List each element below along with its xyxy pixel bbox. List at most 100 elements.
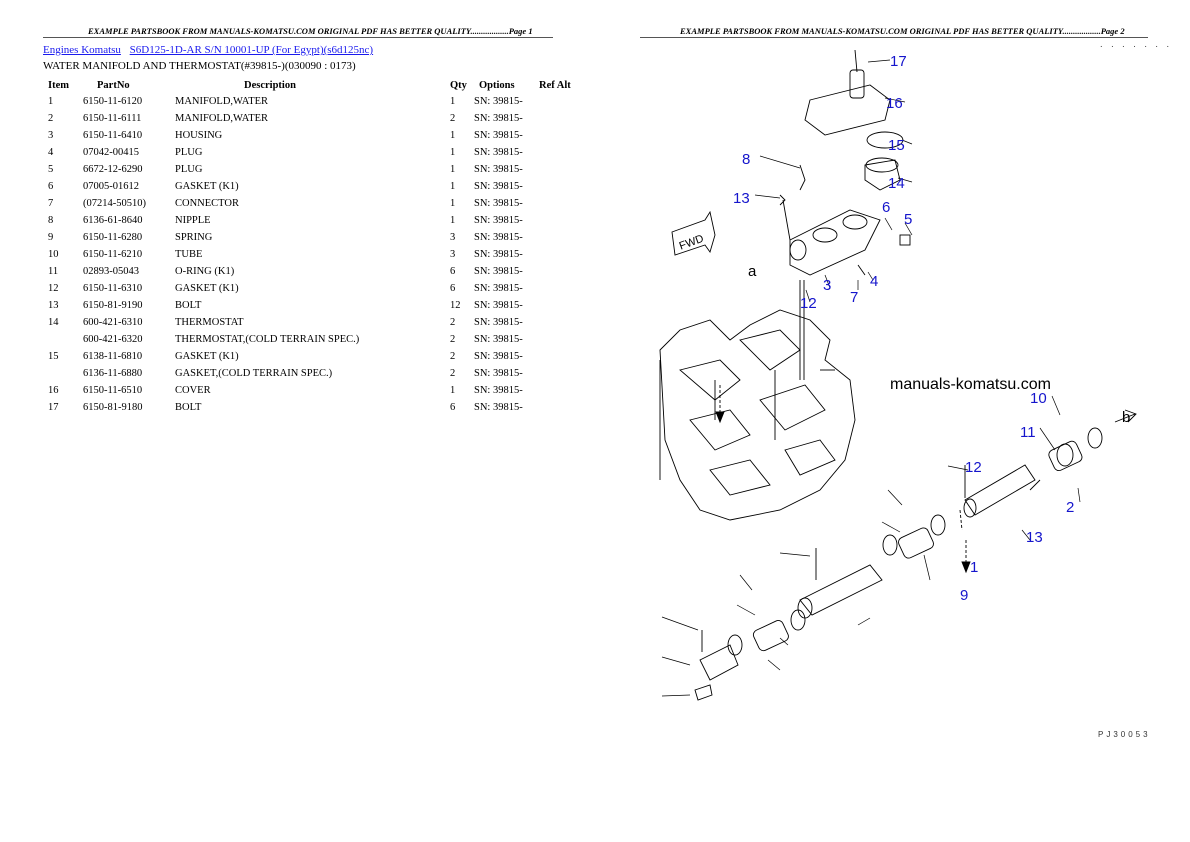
row-item: 5: [48, 164, 54, 175]
row-options: SN: 39815-: [474, 266, 523, 277]
callout-12: 12: [800, 295, 817, 312]
row-item: 3: [48, 130, 54, 141]
row-description: THERMOSTAT: [175, 317, 244, 328]
row-qty: 1: [450, 164, 456, 175]
row-partno: 6136-11-6880: [83, 368, 143, 379]
callout-14: 14: [888, 175, 905, 192]
row-partno: 6150-11-6120: [83, 96, 143, 107]
diagram-dots: . . . . . . .: [1100, 40, 1173, 49]
row-partno: 07042-00415: [83, 147, 139, 158]
row-description: MANIFOLD,WATER: [175, 96, 269, 107]
row-options: SN: 39815-: [474, 283, 523, 294]
water-manifold-drawing: [694, 409, 1137, 701]
row-qty: 6: [450, 266, 456, 277]
row-partno: 6150-81-9180: [83, 402, 143, 413]
row-qty: 1: [450, 130, 456, 141]
callout-1: 1: [970, 559, 978, 576]
row-options: SN: 39815-: [474, 164, 523, 175]
callout-9: 9: [960, 587, 968, 604]
row-qty: 1: [450, 181, 456, 192]
row-qty: 12: [450, 300, 461, 311]
row-description: PLUG: [175, 147, 203, 158]
header-rule-left: [43, 37, 553, 38]
row-partno: 6150-11-6410: [83, 130, 143, 141]
row-item: 7: [48, 198, 54, 209]
row-description: CONNECTOR: [175, 198, 239, 209]
row-options: SN: 39815-: [474, 181, 523, 192]
page-header-right: EXAMPLE PARTSBOOK FROM MANUALS-KOMATSU.C…: [680, 26, 1125, 36]
thermostat-housing-drawing: [779, 49, 911, 276]
row-refalt: [539, 246, 589, 263]
row-partno: 02893-05043: [83, 266, 139, 277]
row-refalt: [539, 195, 589, 212]
row-description: PLUG: [175, 164, 203, 175]
row-item: 2: [48, 113, 54, 124]
row-qty: 2: [450, 334, 456, 345]
row-item: 16: [48, 385, 59, 396]
row-refalt: [539, 382, 589, 399]
row-qty: 1: [450, 96, 456, 107]
row-item: 4: [48, 147, 54, 158]
callout-b: b: [1122, 409, 1130, 426]
row-item: 1: [48, 96, 54, 107]
row-qty: 3: [450, 232, 456, 243]
row-refalt: [539, 331, 589, 348]
row-description: TUBE: [175, 249, 203, 260]
callout-13: 13: [733, 190, 750, 207]
table-header: Item PartNo Description Qty Options Ref …: [43, 77, 589, 93]
row-item: 8: [48, 215, 54, 226]
row-partno: 6150-11-6210: [83, 249, 143, 260]
row-item: 17: [48, 402, 59, 413]
callout-10: 10: [1030, 390, 1047, 407]
row-item: 15: [48, 351, 59, 362]
row-refalt: [539, 314, 589, 331]
row-options: SN: 39815-: [474, 198, 523, 209]
row-description: BOLT: [175, 300, 202, 311]
row-description: GASKET,(COLD TERRAIN SPEC.): [175, 368, 333, 379]
callout-4: 4: [870, 273, 878, 290]
row-qty: 2: [450, 351, 456, 362]
col-qty: Qty: [450, 79, 467, 91]
row-partno: 6150-11-6510: [83, 385, 143, 396]
row-item: 12: [48, 283, 59, 294]
callout-5: 5: [904, 211, 912, 228]
row-item: [43, 365, 83, 382]
row-partno: 600-421-6310: [83, 317, 143, 328]
header-rule-right: [640, 37, 1148, 38]
row-qty: 1: [450, 385, 456, 396]
row-description: O-RING (K1): [175, 266, 235, 277]
row-refalt: [539, 297, 589, 314]
callout-2: 2: [1066, 499, 1074, 516]
row-partno: 6136-61-8640: [83, 215, 143, 226]
model-link[interactable]: S6D125-1D-AR S/N 10001-UP (For Egypt)(s6…: [129, 44, 374, 56]
callout-a: a: [748, 263, 757, 280]
row-partno: 6150-11-6111: [83, 113, 142, 124]
row-partno: 600-421-6320: [83, 334, 143, 345]
col-partno: PartNo: [97, 79, 130, 91]
row-options: SN: 39815-: [474, 385, 523, 396]
callout-15: 15: [888, 137, 905, 154]
row-partno: 6138-11-6810: [83, 351, 143, 362]
row-qty: 2: [450, 113, 456, 124]
col-refalt: Ref Alt: [539, 79, 571, 91]
row-refalt: [539, 280, 589, 297]
row-options: SN: 39815-: [474, 232, 523, 243]
engines-link[interactable]: Engines Komatsu: [43, 44, 121, 56]
row-options: SN: 39815-: [474, 300, 523, 311]
callout-6: 6: [882, 199, 890, 216]
page-title: WATER MANIFOLD AND THERMOSTAT(#39815-)(0…: [43, 60, 356, 72]
